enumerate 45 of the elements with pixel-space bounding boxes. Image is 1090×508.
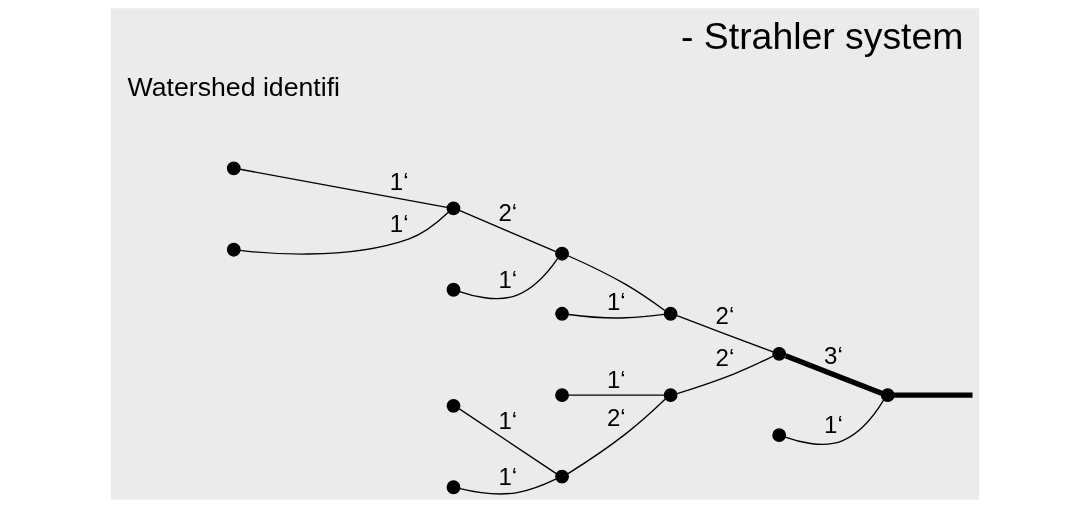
connector [567, 394, 665, 396]
connector [676, 355, 774, 395]
connector [239, 168, 448, 209]
edge-label: 1‘ [498, 407, 518, 435]
edge-label: 2‘ [606, 404, 626, 432]
edge-label: 1‘ [498, 463, 518, 491]
node-circle [880, 388, 895, 403]
connector [784, 399, 885, 445]
edge-label: 3‘ [824, 341, 843, 369]
connector [458, 408, 557, 475]
edge-label: 2‘ [498, 198, 518, 226]
node-circle [555, 246, 569, 261]
node-circle [555, 469, 569, 484]
node-circle [446, 398, 461, 413]
node-circle [663, 306, 678, 321]
node-circle [663, 388, 678, 403]
connector [459, 209, 557, 253]
node-circle [772, 428, 787, 443]
node-circle [446, 201, 461, 216]
connector [459, 478, 557, 495]
connector [239, 211, 449, 255]
connector [676, 315, 774, 353]
node-circle [446, 282, 461, 297]
connector [567, 255, 666, 312]
edge-label: 1‘ [824, 411, 843, 439]
edge-label: 2‘ [715, 301, 735, 329]
node-circle [226, 161, 241, 176]
label: Watershed identifi [127, 72, 341, 103]
edge-label: 1‘ [498, 265, 518, 293]
edge-label: 1‘ [606, 288, 626, 316]
node-circle [555, 306, 569, 321]
node-circle [772, 346, 787, 361]
node-circle [555, 388, 569, 403]
connector [458, 258, 559, 300]
edge-label: 2‘ [715, 344, 735, 372]
node-circle [226, 242, 241, 257]
edge-label: 1‘ [389, 168, 409, 196]
connector [784, 353, 883, 396]
node-circle [446, 480, 461, 495]
connector [894, 392, 973, 398]
connector [567, 313, 665, 319]
diagram-title: - Strahler system [681, 14, 964, 57]
edge-label: 1‘ [606, 365, 626, 393]
connector [567, 398, 666, 475]
edge-label: 1‘ [389, 209, 409, 237]
